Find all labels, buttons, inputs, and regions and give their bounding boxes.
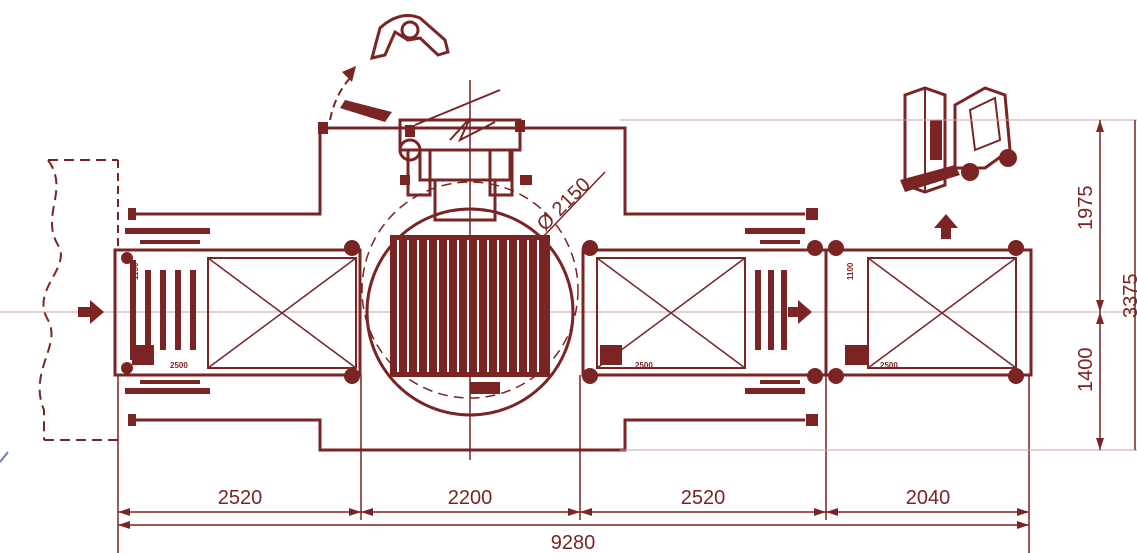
stretch-wrapper-icon	[398, 89, 532, 222]
dimension-segment-4: 2040	[906, 487, 951, 509]
vertical-dimensions: 1975 1400 3375	[620, 119, 1137, 451]
roller-set	[125, 228, 210, 394]
module-4-side-label: 1100	[846, 262, 855, 280]
dimension-segment-2: 2200	[448, 487, 493, 509]
module-3-foot-label: 2500	[635, 361, 653, 370]
robot-arm-icon	[329, 14, 450, 122]
enclosure-outline	[128, 122, 818, 452]
turntable-module: Ø 2150	[361, 80, 606, 460]
incoming-product-outline	[38, 159, 119, 441]
turntable-diameter-label: Ø 2150	[533, 174, 595, 236]
infeed-arrow-icon	[78, 300, 104, 324]
module-4-foot-label: 2500	[880, 361, 898, 370]
edge-mark	[0, 451, 9, 463]
dimension-total-width: 9280	[551, 532, 596, 553]
dimension-segment-3: 2520	[681, 487, 726, 509]
module-1-side-label: 1100	[131, 262, 140, 280]
conveyor-module-4: 1100 2500	[824, 240, 1033, 384]
forklift-icon	[900, 86, 1017, 194]
horizontal-dimensions: 2520 2200 2520 2040 9280	[117, 375, 1030, 553]
dimension-segment-1: 2520	[218, 487, 263, 509]
outfeed-arrow-icon	[934, 214, 958, 239]
conveyor-module-1: 1100 2500	[113, 228, 362, 394]
module-1-foot-label: 2500	[170, 361, 188, 370]
dimension-vertical-total: 3375	[1120, 274, 1137, 319]
dimension-vertical-upper: 1975	[1075, 186, 1097, 231]
dimension-vertical-lower: 1400	[1075, 348, 1097, 393]
roller-set	[745, 228, 805, 394]
transfer-arrow-icon	[788, 300, 812, 324]
